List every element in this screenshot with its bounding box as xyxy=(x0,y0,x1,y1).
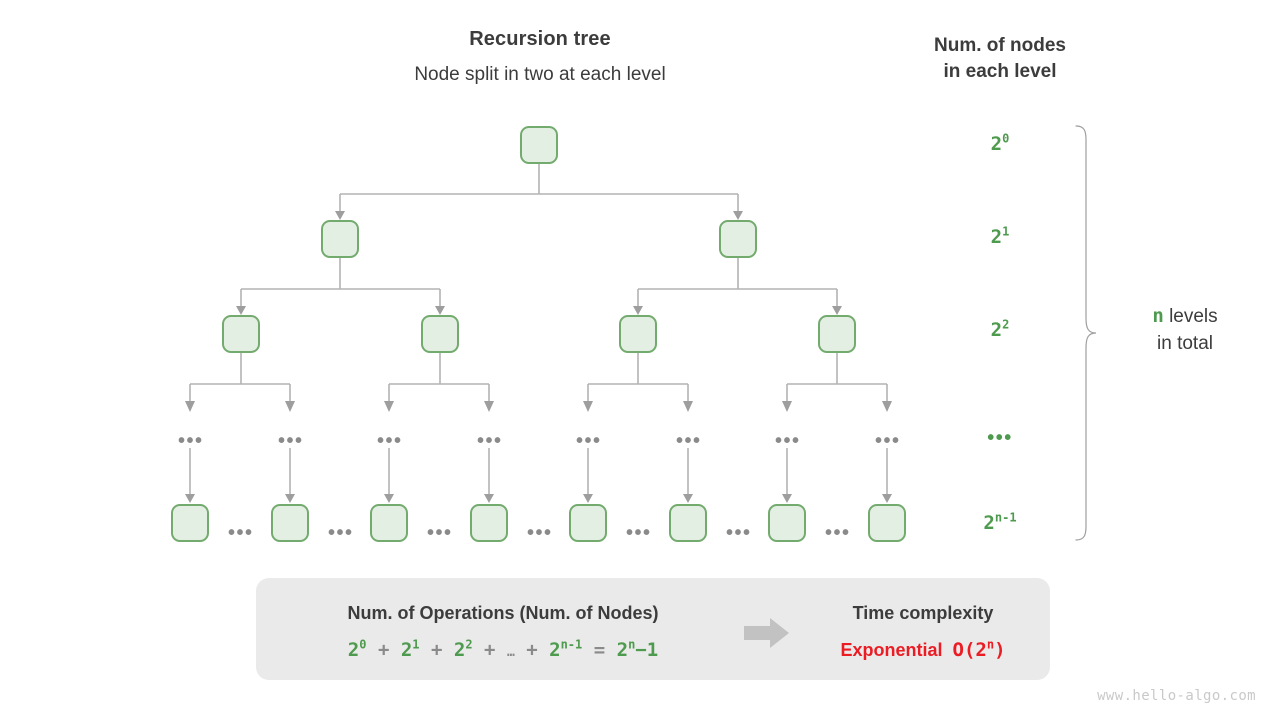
tree-node-root[interactable] xyxy=(520,126,558,164)
tree-node[interactable] xyxy=(222,315,260,353)
complexity-notation: O(2n) xyxy=(952,637,1006,661)
tree-node[interactable] xyxy=(868,504,906,542)
level-count-2: 22 xyxy=(990,317,1010,341)
summary-panel xyxy=(256,578,1050,680)
tree-node[interactable] xyxy=(569,504,607,542)
formula-ellipsis: … xyxy=(506,645,515,660)
tree-ellipsis-between: ••• xyxy=(427,522,453,544)
page-title: Recursion tree xyxy=(469,28,611,50)
total-levels-label: n levels in total xyxy=(1100,303,1270,357)
tree-ellipsis: ••• xyxy=(875,430,901,452)
formula-plus: + xyxy=(377,639,390,661)
time-complexity-title: Time complexity xyxy=(852,603,994,623)
formula-term-0: 20 xyxy=(347,637,367,661)
tree-node[interactable] xyxy=(719,220,757,258)
formula-term-1: 21 xyxy=(400,637,420,661)
total-levels-variable: n xyxy=(1152,305,1164,327)
tree-ellipsis: ••• xyxy=(278,430,304,452)
tree-node[interactable] xyxy=(818,315,856,353)
tree-node[interactable] xyxy=(370,504,408,542)
tree-ellipsis: ••• xyxy=(775,430,801,452)
formula-equals: = xyxy=(593,639,606,661)
tree-node[interactable] xyxy=(321,220,359,258)
formula-result: 2n−1 xyxy=(616,637,659,661)
tree-ellipsis: ••• xyxy=(576,430,602,452)
complexity-word: Exponential xyxy=(840,640,943,660)
tree-ellipsis: ••• xyxy=(477,430,503,452)
column-title-line2: in each level xyxy=(943,61,1057,82)
column-title-line1: Num. of nodes xyxy=(934,35,1066,56)
formula-term-2: 22 xyxy=(453,637,473,661)
operations-formula: 20 + 21 + 22 + … + 2n-1 = 2n−1 xyxy=(256,639,750,661)
level-count-1: 21 xyxy=(990,224,1010,248)
tree-ellipsis: ••• xyxy=(377,430,403,452)
tree-ellipsis: ••• xyxy=(178,430,204,452)
page-subtitle: Node split in two at each level xyxy=(414,64,666,85)
tree-node[interactable] xyxy=(421,315,459,353)
total-levels-text2: in total xyxy=(1157,333,1213,354)
tree-node[interactable] xyxy=(171,504,209,542)
level-count-last: 2n-1 xyxy=(983,510,1017,534)
formula-plus: + xyxy=(526,639,538,661)
watermark: www.hello-algo.com xyxy=(1097,688,1256,704)
tree-node[interactable] xyxy=(271,504,309,542)
tree-ellipsis-between: ••• xyxy=(228,522,254,544)
tree-node[interactable] xyxy=(669,504,707,542)
tree-ellipsis-between: ••• xyxy=(527,522,553,544)
tree-ellipsis-between: ••• xyxy=(726,522,752,544)
level-count-ellipsis: ••• xyxy=(987,427,1013,449)
tree-node[interactable] xyxy=(619,315,657,353)
total-levels-text1: levels xyxy=(1169,306,1218,327)
right-arrow-icon xyxy=(744,618,789,648)
tree-node[interactable] xyxy=(470,504,508,542)
time-complexity-value: Exponential O(2n) xyxy=(800,639,1046,661)
tree-ellipsis-between: ••• xyxy=(825,522,851,544)
tree-ellipsis: ••• xyxy=(676,430,702,452)
formula-plus: + xyxy=(430,639,443,661)
tree-node[interactable] xyxy=(768,504,806,542)
level-count-0: 20 xyxy=(990,131,1010,155)
column-title: Num. of nodes in each level xyxy=(900,33,1100,85)
levels-brace-icon xyxy=(1075,125,1097,541)
tree-ellipsis-between: ••• xyxy=(626,522,652,544)
operations-title: Num. of Operations (Num. of Nodes) xyxy=(347,603,659,623)
formula-term-3: 2n-1 xyxy=(549,637,583,661)
formula-plus: + xyxy=(484,639,496,661)
tree-ellipsis-between: ••• xyxy=(328,522,354,544)
